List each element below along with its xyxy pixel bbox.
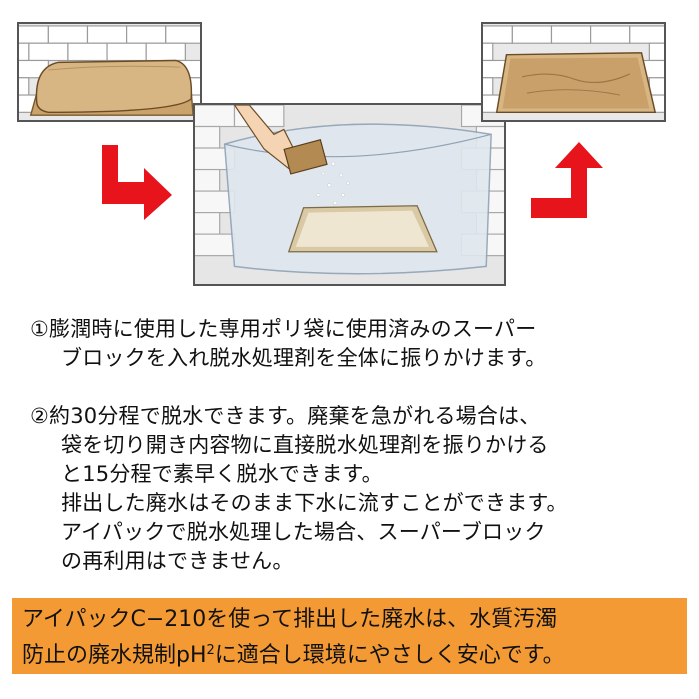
- step-1-text: ①膨潤時に使用した専用ポリ袋に使用済みのスーパー ブロックを入れ脱水処理剤を全体…: [30, 315, 690, 373]
- step-2-text: ②約30分程で脱水できます。廃棄を急がれる場合は、 袋を切り開き内容物に直接脱水…: [30, 402, 690, 576]
- arrow-right-up-icon: [531, 142, 603, 218]
- dehydrated-block-image: [483, 24, 664, 120]
- swollen-block-image: [19, 24, 200, 120]
- banner-line-1: アイパックC−210を使って排出した廃水は、水質汚濁: [22, 607, 558, 632]
- step-1-line: ①膨潤時に使用した専用ポリ袋に使用済みのスーパー: [30, 317, 537, 341]
- instructions: ①膨潤時に使用した専用ポリ袋に使用済みのスーパー ブロックを入れ脱水処理剤を全体…: [30, 315, 690, 576]
- step-1-line: ブロックを入れ脱水処理剤を全体に振りかけます。: [61, 346, 547, 370]
- safety-notice-banner: アイパックC−210を使って排出した廃水は、水質汚濁 防止の廃水規制pH2に適合…: [12, 598, 687, 674]
- banner-line-2-end: に適合し環境にやさしく安心です。: [214, 643, 565, 668]
- illustration-area: [0, 0, 699, 300]
- arrow-down-right-icon: [102, 145, 172, 220]
- swollen-block-panel: [17, 22, 202, 122]
- banner-line-2: 防止の廃水規制pH2に適合し環境にやさしく安心です。: [22, 635, 675, 671]
- step-2-line: と15分程で素早く脱水できます。: [61, 462, 383, 486]
- sprinkle-agent-image: [195, 105, 504, 284]
- banner-superscript: 2: [206, 643, 215, 658]
- banner-line-2-start: 防止の廃水規制pH: [22, 643, 207, 668]
- step-2-line: ②約30分程で脱水できます。廃棄を急がれる場合は、: [30, 404, 541, 428]
- step-2-line: の再利用はできません。: [61, 549, 294, 573]
- step-2-line: 排出した廃水はそのまま下水に流すことができます。: [61, 491, 568, 515]
- sprinkle-agent-panel: [193, 103, 506, 286]
- dehydrated-block-panel: [481, 22, 666, 122]
- step-2-line: 袋を切り開き内容物に直接脱水処理剤を振りかける: [61, 433, 549, 457]
- step-2-line: アイパックで脱水処理した場合、スーパーブロック: [61, 520, 546, 544]
